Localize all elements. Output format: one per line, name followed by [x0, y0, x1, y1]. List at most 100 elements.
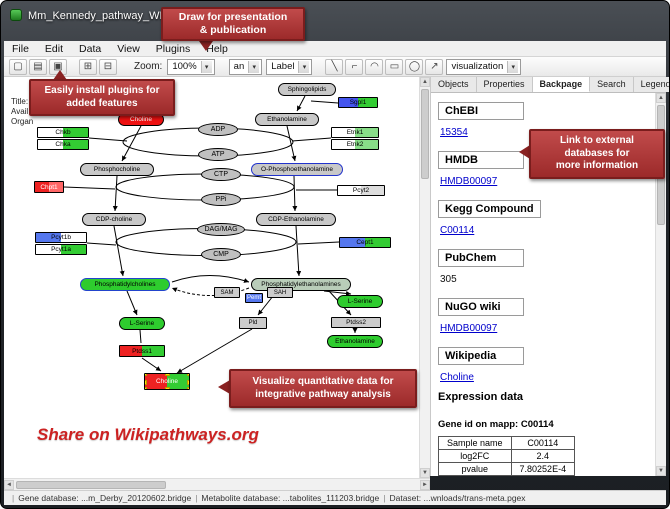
status-divider: | [12, 493, 15, 503]
callout-link-text: Link to external databases for more info… [555, 135, 639, 172]
callout-link: Link to external databases for more info… [529, 129, 665, 179]
chevron-down-icon[interactable]: ▾ [507, 60, 519, 73]
node-chpt1[interactable]: Chpt1 [34, 181, 64, 193]
backpage-value-wikipedia[interactable]: Choline [440, 372, 474, 383]
open-file-icon[interactable]: ▤ [29, 58, 47, 75]
node-cdp-ethanolamine[interactable]: CDP-Ethanolamine [256, 213, 336, 226]
node-etnk2[interactable]: Etnk2 [331, 139, 379, 150]
paste-icon[interactable]: ⊟ [99, 58, 117, 75]
arc-tool-icon[interactable]: ◠ [365, 58, 384, 75]
label-dropdown[interactable]: Label ▾ [266, 58, 313, 75]
node-pcyt1a[interactable]: Pcyt1a [35, 244, 87, 255]
node-cept1[interactable]: Cept1 [339, 237, 391, 248]
backpage-value-kegg-compound[interactable]: C00114 [440, 225, 475, 236]
chevron-down-icon[interactable]: ▾ [248, 60, 260, 73]
node-pld[interactable]: Pld [239, 317, 267, 329]
node-pcyt1b[interactable]: Pcyt1b [35, 232, 87, 243]
toolbar-tool-group: ╲⌐◠▭◯↗ [324, 58, 444, 75]
node-ppi[interactable]: PPi [201, 193, 241, 206]
node-ctp[interactable]: CTP [201, 168, 241, 181]
tab-objects[interactable]: Objects [431, 77, 477, 92]
rect-tool-icon[interactable]: ▭ [385, 58, 404, 75]
selection-handle[interactable] [145, 374, 147, 376]
menu-edit[interactable]: Edit [44, 42, 64, 55]
selection-handle[interactable] [145, 387, 147, 389]
node-l-serine-right[interactable]: L-Serine [337, 295, 383, 308]
node-etnk1[interactable]: Etnk1 [331, 127, 379, 138]
selection-handle[interactable] [187, 379, 189, 385]
status-divider: | [383, 493, 386, 503]
title-bar[interactable]: Mm_Kennedy_pathway_WP1771_45176.gp... [4, 4, 666, 41]
backpage-value-nugo-wiki[interactable]: HMDB00097 [440, 323, 498, 334]
oval-tool-icon[interactable]: ◯ [405, 58, 424, 75]
callout-visualize-text: Visualize quantitative data for integrat… [252, 376, 394, 400]
scroll-left-icon[interactable]: ◄ [4, 480, 14, 490]
datanode-dropdown[interactable]: an ▾ [228, 58, 263, 75]
menu-view[interactable]: View [117, 42, 140, 55]
node-sphingolipids[interactable]: Sphingolipids [278, 83, 336, 96]
node-chkb[interactable]: Chkb [37, 127, 89, 138]
node-o-phosphoethanolamine[interactable]: O-Phosphoethanolamine [251, 163, 343, 176]
table-cell: 2.4 [510, 449, 576, 463]
node-dag-mag[interactable]: DAG/MAG [197, 223, 245, 236]
node-sgpl1[interactable]: Sgpl1 [338, 97, 378, 108]
backpage-header-chebi: ChEBI [438, 102, 524, 120]
selection-handle[interactable] [165, 387, 170, 389]
copy-icon[interactable]: ⊞ [79, 58, 97, 75]
canvas-horizontal-scrollbar[interactable]: ◄ ► [4, 478, 430, 490]
node-choline-selected[interactable]: Choline [144, 373, 190, 390]
node-phosphatidylcholines[interactable]: Phosphatidylcholines [80, 278, 170, 291]
node-ptdss2[interactable]: Ptdss2 [331, 317, 381, 328]
selection-handle[interactable] [145, 379, 147, 385]
scroll-down-icon[interactable]: ▼ [656, 466, 666, 476]
chevron-down-icon[interactable]: ▾ [200, 60, 212, 73]
callout-draw-text: Draw for presentation & publication [178, 10, 288, 36]
backpage-value-hmdb[interactable]: HMDB00097 [440, 176, 498, 187]
scroll-right-icon[interactable]: ► [420, 480, 430, 490]
scroll-up-icon[interactable]: ▲ [656, 93, 666, 103]
node-ptdss1[interactable]: Ptdss1 [119, 345, 165, 357]
canvas-vertical-scrollbar[interactable]: ▲ ▼ [419, 77, 430, 478]
scrollbar-thumb[interactable] [16, 481, 166, 489]
node-sam[interactable]: SAM [214, 287, 240, 298]
node-ethanolamine-top[interactable]: Ethanolamine [255, 113, 319, 126]
node-phosphatidylethanolamines[interactable]: Phosphatidylethanolamines [251, 278, 351, 291]
node-pcyt2[interactable]: Pcyt2 [337, 185, 385, 196]
scroll-up-icon[interactable]: ▲ [420, 77, 430, 87]
zoom-combo[interactable]: 100% ▾ [167, 58, 215, 75]
tab-legend[interactable]: Legend [633, 77, 669, 92]
tab-search[interactable]: Search [590, 77, 634, 92]
new-file-icon[interactable]: ▢ [9, 58, 27, 75]
node-ethanolamine-bottom[interactable]: Ethanolamine [327, 335, 383, 348]
pathway-info-line: Avail [11, 107, 29, 116]
selection-handle[interactable] [165, 374, 170, 376]
node-adp[interactable]: ADP [198, 123, 238, 136]
menu-file[interactable]: File [12, 42, 29, 55]
tab-properties[interactable]: Properties [476, 77, 533, 92]
elbow-tool-icon[interactable]: ⌐ [345, 58, 364, 75]
node-l-serine-left[interactable]: L-Serine [119, 317, 165, 330]
menu-data[interactable]: Data [79, 42, 102, 55]
selection-handle[interactable] [187, 387, 189, 389]
node-pemt[interactable]: Pemt [245, 293, 263, 303]
visualization-combo[interactable]: visualization ▾ [446, 58, 522, 75]
tab-backpage[interactable]: Backpage [532, 77, 591, 92]
node-atp[interactable]: ATP [198, 148, 238, 161]
chevron-down-icon[interactable]: ▾ [298, 60, 310, 73]
node-sah[interactable]: SAH [267, 287, 293, 298]
pathway-info-line: Organ [11, 117, 34, 126]
selection-handle[interactable] [187, 374, 189, 376]
scroll-down-icon[interactable]: ▼ [420, 468, 430, 478]
backpage-value-chebi[interactable]: 15354 [440, 127, 468, 138]
menu-plugins[interactable]: Plugins [155, 42, 191, 55]
scrollbar-thumb[interactable] [421, 89, 429, 179]
line-tool-icon[interactable]: ╲ [325, 58, 344, 75]
node-phosphocholine[interactable]: Phosphocholine [80, 163, 154, 176]
table-cell: type [438, 475, 512, 476]
node-cdp-choline[interactable]: CDP-choline [82, 213, 146, 226]
arrow-tool-icon[interactable]: ↗ [425, 58, 444, 75]
node-chka[interactable]: Chka [37, 139, 89, 150]
node-cmp[interactable]: CMP [201, 248, 241, 261]
